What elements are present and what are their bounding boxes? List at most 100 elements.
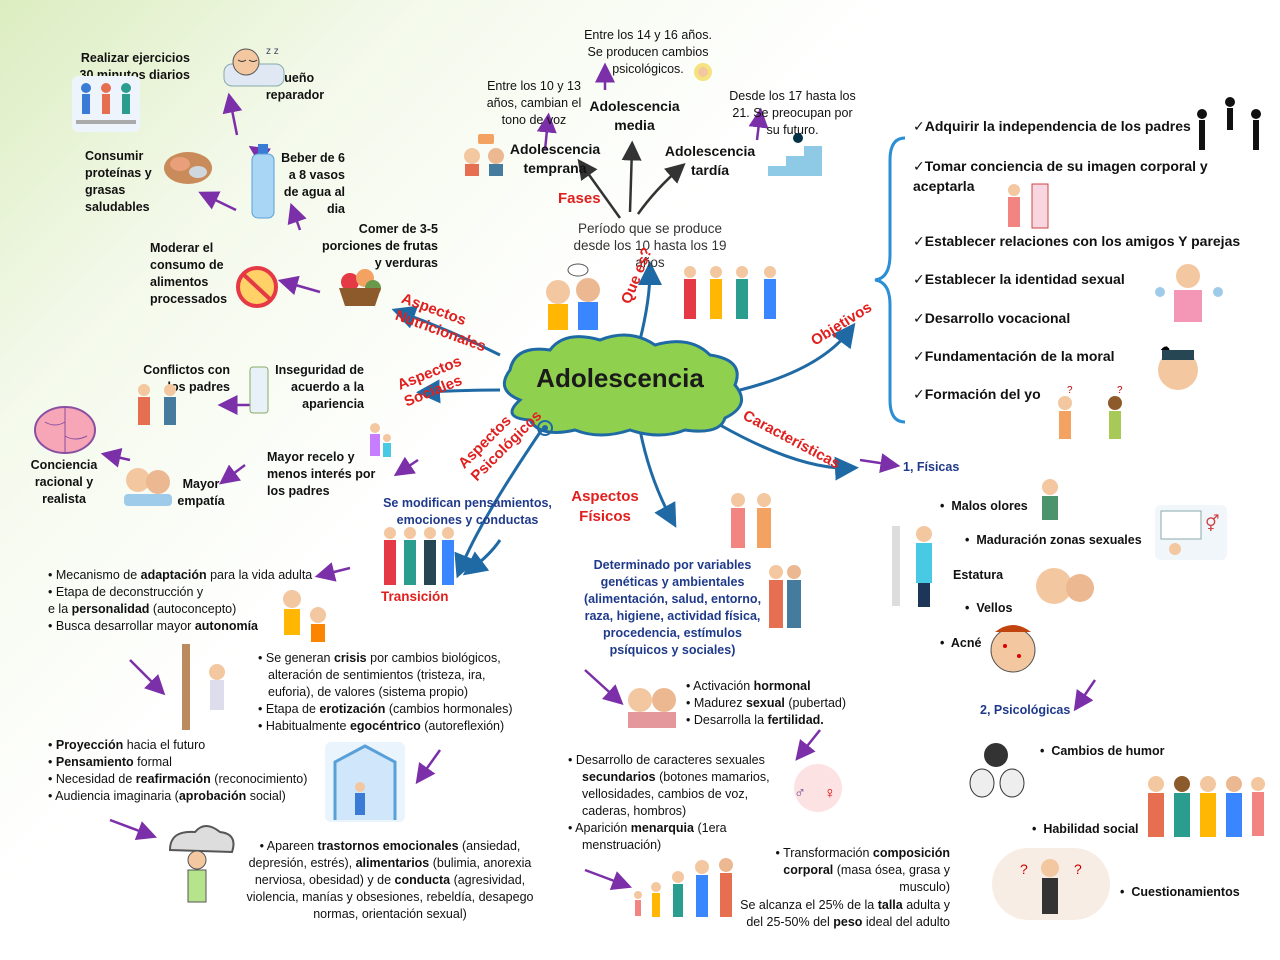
- car-vellos: Vellos: [976, 601, 1013, 615]
- center-title: Adolescencia: [536, 363, 704, 393]
- fase-media-desc: Entre los 14 y 16 años. Se producen camb…: [584, 28, 712, 76]
- teens-talking-illustration: [460, 130, 508, 178]
- social-empatia: Mayor empatía: [177, 477, 225, 508]
- car-psicologicas: 2, Psicológicas: [980, 703, 1071, 717]
- children-illustration: [278, 585, 333, 645]
- branch-fisicos: Aspectos Físicos: [571, 488, 639, 525]
- psico-list-1: • Mecanismo de adaptación para la vida a…: [48, 568, 313, 633]
- objetivo-imagen-corporal: ✓Tomar conciencia de su imagen corporal …: [913, 158, 1208, 194]
- brain-illustration: [30, 402, 100, 457]
- fase-tardia-desc: Desde los 17 hasta los 21. Se preocupan …: [729, 89, 856, 137]
- purple-arrows: [100, 62, 1097, 890]
- car-cuestionamientos: Cuestionamientos: [1131, 885, 1240, 899]
- anxiety-cloud-illustration: [155, 820, 240, 905]
- car-maduracion: Maduración zonas sexuales: [976, 533, 1142, 547]
- psico-list-4: • Apareen trastornos emocionales (ansied…: [246, 839, 534, 921]
- relationships-illustration: [1150, 252, 1228, 324]
- body-image-illustration: [998, 180, 1054, 232]
- social-recelo: Mayor recelo y menos interés por los pad…: [267, 450, 376, 498]
- fisico-composicion: • Transformación composición corporal (m…: [775, 846, 950, 894]
- car-malos-olores: Malos olores: [951, 499, 1028, 513]
- height-measure-illustration: [162, 642, 242, 732]
- formation-self-illustration: ??: [1045, 385, 1135, 443]
- fisico-list-1: • Activación hormonal • Madurez sexual (…: [686, 679, 847, 727]
- nutri-sueno: Sueño reparador: [265, 71, 325, 102]
- center-cloud: [502, 333, 744, 437]
- objetivo-moral: ✓Fundamentación de la moral: [913, 348, 1115, 364]
- fase-temprana-label: Adolescencia temprana: [509, 141, 601, 176]
- car-acne: Acné: [950, 636, 982, 650]
- svg-text:♂: ♂: [794, 785, 806, 802]
- nutri-agua: Beber de 6 a 8 vasos de agua al dia: [281, 151, 345, 216]
- parent-child-illustration: [365, 420, 395, 465]
- protein-food-illustration: [160, 138, 216, 188]
- objetivo-identidad-sexual: ✓Establecer la identidad sexual: [913, 271, 1125, 287]
- psico-list-3: • Proyección hacia el futuro • Pensamien…: [48, 738, 308, 803]
- nutri-procesados: Moderar el consumo de alimentos processa…: [150, 241, 228, 306]
- svg-text:♀: ♀: [824, 785, 836, 802]
- teens-group-illustration: [378, 525, 458, 590]
- growth-door-illustration: [325, 742, 405, 822]
- social-conciencia: Conciencia racional y realista: [30, 458, 98, 506]
- objetivo-vocacional: ✓Desarrollo vocacional: [913, 310, 1071, 326]
- svg-text:?: ?: [1020, 861, 1028, 877]
- car-humor: Cambios de humor: [1051, 744, 1165, 758]
- bad-odor-illustration: [1030, 475, 1072, 521]
- fases-fork-lines: [577, 140, 686, 219]
- empathy-kids-illustration: [120, 460, 175, 508]
- shaving-illustration: [1030, 558, 1100, 620]
- family-conflict-illustration: [130, 380, 185, 440]
- fase-temprana-desc: Entre los 10 y 13 años, cambian el tono …: [486, 79, 582, 127]
- moral-illustration: ☁: [1150, 340, 1206, 396]
- psico-list-2: • Se generan crisis por cambios biológic…: [258, 651, 513, 733]
- social-conflictos: Conflictos con los padres: [143, 363, 230, 394]
- svg-text:?: ?: [1117, 385, 1123, 396]
- svg-text:?: ?: [1074, 861, 1082, 877]
- car-habilidad: Habilidad social: [1043, 822, 1139, 836]
- nutri-frutas: Comer de 3-5 porciones de frutas y verdu…: [322, 222, 438, 270]
- couple-illustration: [762, 560, 807, 632]
- objetivos-bracket: [874, 136, 906, 424]
- hormonal-kids-illustration: [622, 678, 682, 730]
- main-branch-lines: [391, 261, 859, 579]
- water-bottle-illustration: [248, 142, 278, 220]
- reproductive-illustration: ♂♀: [788, 758, 848, 818]
- fisico-talla: Se alcanza el 25% de la talla adulta y d…: [740, 898, 950, 929]
- psico-modifican: Se modifican pensamientos, emociones y c…: [383, 496, 552, 527]
- kids-question-illustration: [540, 262, 610, 332]
- questioning-illustration: ??: [992, 848, 1110, 920]
- acne-illustration: [985, 620, 1040, 680]
- psico-transicion: Transición: [381, 589, 449, 604]
- success-stairs-illustration: [750, 130, 825, 178]
- nutri-proteinas: Consumir proteínas y grasas saludables: [85, 149, 152, 214]
- independence-silhouette-illustration: [1190, 94, 1268, 156]
- height-illustration: [888, 520, 948, 610]
- exercise-illustration: [72, 76, 140, 132]
- mirror-illustration: [248, 365, 270, 415]
- svg-text:⚥: ⚥: [1205, 514, 1219, 533]
- fisico-determinado: Determinado por variables genéticas y am…: [583, 558, 762, 657]
- girl-flower-illustration: [688, 58, 718, 90]
- social-group-illustration: [1142, 770, 1267, 842]
- objetivo-independencia: ✓Adquirir la independencia de los padres: [913, 118, 1191, 134]
- svg-text:?: ?: [1067, 385, 1073, 396]
- svg-text:z z: z z: [266, 46, 279, 57]
- sexual-maturation-illustration: ⚥: [1155, 505, 1227, 560]
- no-junk-food-icon: [232, 265, 282, 310]
- car-fisicas: 1, Físicas: [903, 460, 960, 474]
- fase-media-label: Adolescencia media: [589, 98, 680, 133]
- objetivo-formacion-yo: ✓Formación del yo: [913, 386, 1041, 402]
- fruit-basket-illustration: [335, 262, 385, 310]
- car-estatura: Estatura: [953, 568, 1004, 582]
- fase-tardia-label: Adolescencia tardía: [664, 143, 756, 178]
- definition-text: Período que se produce desde los 10 hast…: [573, 221, 727, 270]
- young-teens-illustration: [720, 490, 782, 555]
- social-inseguridad: Inseguridad de acuerdo a la apariencia: [275, 363, 364, 411]
- svg-text:☁: ☁: [1160, 342, 1170, 353]
- sleep-illustration: z z: [222, 40, 286, 90]
- branch-fases: Fases: [558, 190, 601, 207]
- fisico-list-2: • Desarrollo de caracteres sexuales secu…: [568, 753, 770, 852]
- growth-stages-illustration: [628, 855, 736, 920]
- objetivo-relaciones: ✓Establecer relaciones con los amigos Y …: [913, 233, 1241, 249]
